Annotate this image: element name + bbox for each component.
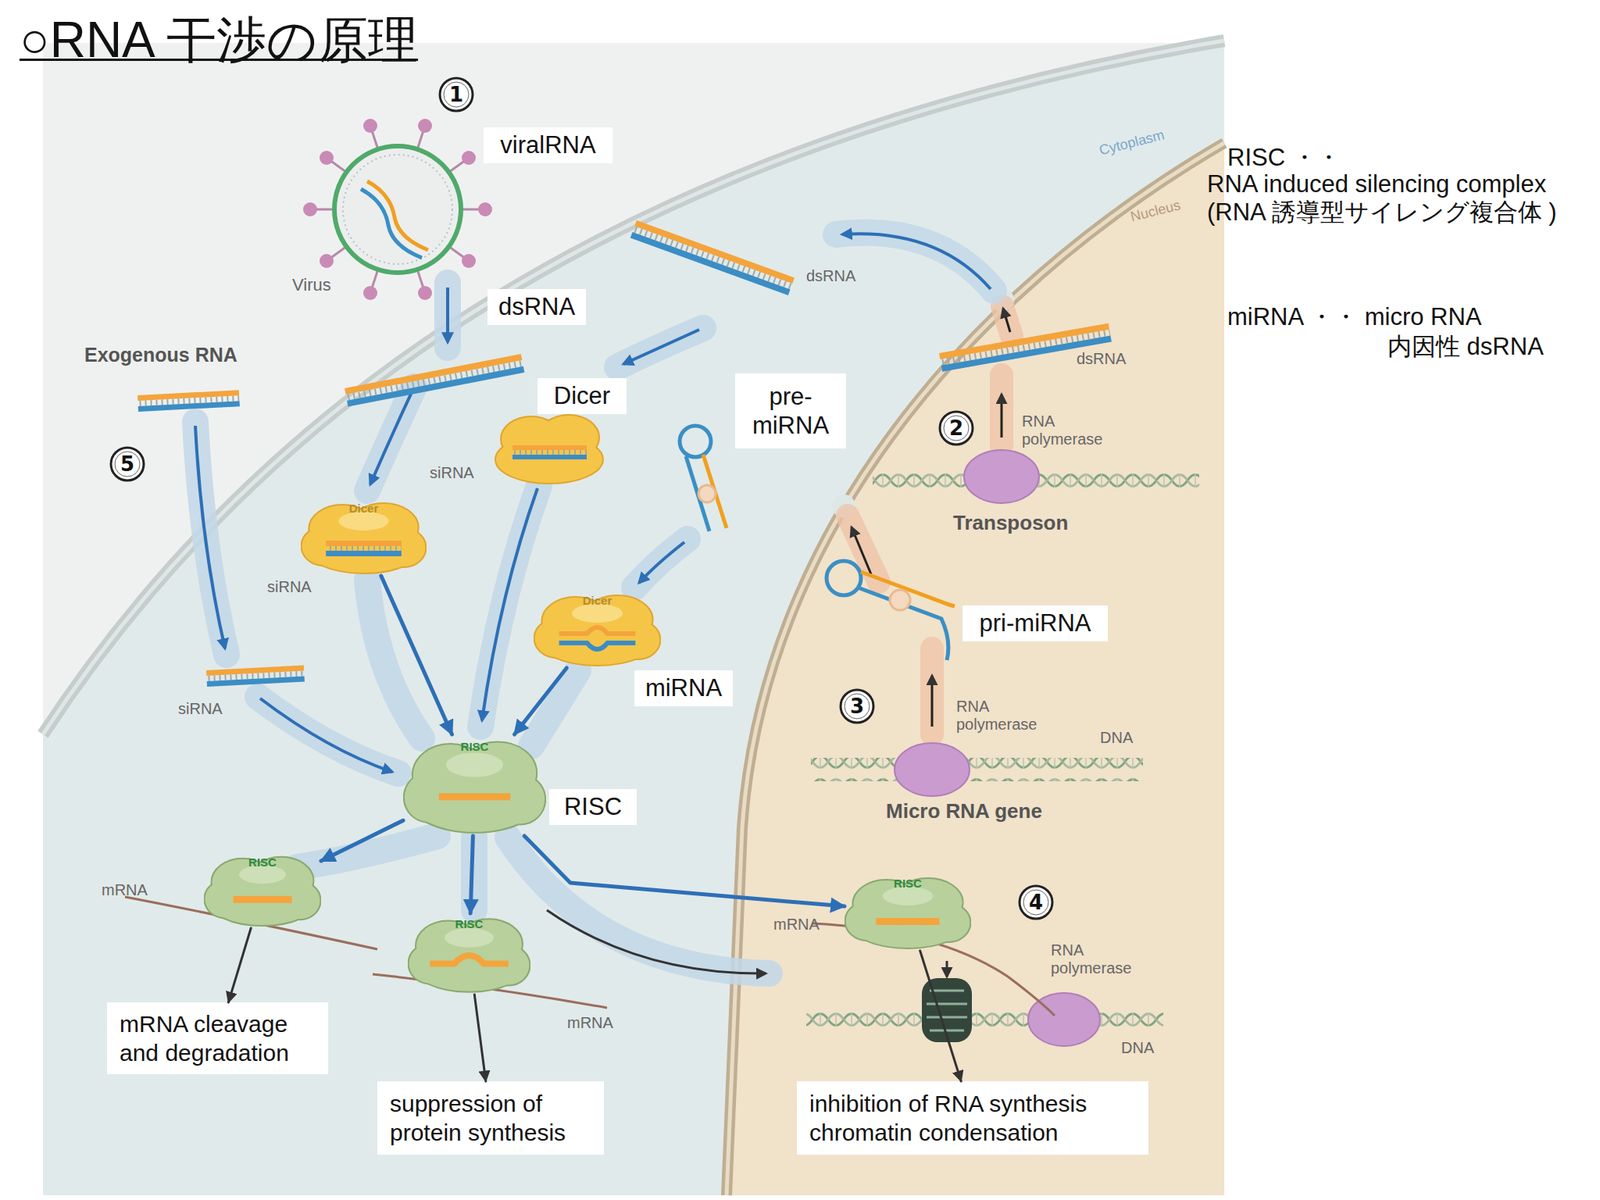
outcome-box: mRNA cleavage and degradation xyxy=(107,1002,329,1075)
node-text: suppression of protein synthesis xyxy=(389,1089,592,1148)
part-label: DNA xyxy=(1100,728,1133,747)
note-text: RNA induced silencing complex xyxy=(1207,170,1547,199)
part-label: dsRNA xyxy=(1076,350,1126,368)
dicer-complex: Dicer xyxy=(300,497,427,576)
part-label: dsRNA xyxy=(806,267,856,286)
part-label: Virus xyxy=(292,275,332,295)
node-text: mRNA cleavage and degradation xyxy=(119,1009,316,1068)
node-text: pre- miRNA xyxy=(741,382,840,440)
dicer-complex: Dicer xyxy=(533,589,661,668)
callout-number: 2 xyxy=(937,409,975,447)
node-text: pri-miRNA xyxy=(979,608,1092,638)
flow-arrow xyxy=(228,928,251,1003)
risc-complex: RISC xyxy=(844,872,972,951)
note-text: miRNA ・・ micro RNA xyxy=(1227,303,1483,332)
part-label: mRNA xyxy=(101,881,148,900)
node-text: RISC xyxy=(564,792,622,822)
flow-arrow xyxy=(524,835,845,907)
node-text: Dicer xyxy=(300,501,427,515)
node-text: dsRNA xyxy=(498,292,575,322)
callout-text: 1 xyxy=(449,82,464,107)
note-text: RISC ・・ xyxy=(1227,143,1341,172)
label-box: pre- miRNA xyxy=(735,373,847,449)
node-text: viralRNA xyxy=(500,130,596,160)
label-box: Dicer xyxy=(537,378,627,415)
flow-arrow xyxy=(514,667,568,735)
part-label: RNA polymerase xyxy=(1050,941,1137,978)
flow-arrow xyxy=(474,994,486,1082)
node-text: RISC xyxy=(844,876,972,890)
callout-text: 4 xyxy=(1028,890,1043,915)
part-label: siRNA xyxy=(178,700,223,718)
flow-arrow xyxy=(321,820,404,861)
part-label: Micro RNA gene xyxy=(885,800,1043,824)
risc-complex: RISC xyxy=(203,851,322,929)
part-label: Exogenous RNA xyxy=(84,343,238,367)
node-text: Dicer xyxy=(553,381,611,411)
node-text: inhibition of RNA synthesis chromatin co… xyxy=(809,1089,1136,1148)
risc-complex: RISC xyxy=(403,734,547,836)
flow-arrow xyxy=(470,835,473,914)
label-box: RISC xyxy=(549,789,637,825)
diagram-title: ○RNA 干渉の原理 xyxy=(19,6,418,75)
node-text: RISC xyxy=(403,739,547,754)
node-text: RISC xyxy=(407,917,531,931)
part-label: mRNA xyxy=(567,1014,614,1033)
part-label: siRNA xyxy=(429,464,475,483)
callout-number: 4 xyxy=(1017,883,1055,922)
risc-complex: RISC xyxy=(407,913,531,995)
part-label: siRNA xyxy=(267,578,312,597)
callout-text: 5 xyxy=(120,452,135,476)
part-label: RNA polymerase xyxy=(1021,412,1108,449)
callout-number: 1 xyxy=(437,75,475,114)
node-text: miRNA xyxy=(645,673,722,703)
flow-arrow xyxy=(381,575,453,735)
callout-number: 3 xyxy=(838,687,876,725)
flow-arrow xyxy=(920,950,962,1082)
node-text: RISC xyxy=(203,855,322,869)
label-box: miRNA xyxy=(634,670,733,707)
callout-number: 5 xyxy=(108,445,147,483)
label-box: viralRNA xyxy=(483,127,613,164)
callout-text: 2 xyxy=(949,416,964,440)
part-label: RNA polymerase xyxy=(956,697,1043,734)
note-text: (RNA 誘導型サイレング複合体 ) xyxy=(1207,198,1558,227)
part-label: DNA xyxy=(1121,1039,1154,1058)
outcome-box: inhibition of RNA synthesis chromatin co… xyxy=(796,1081,1149,1155)
callout-text: 3 xyxy=(850,694,865,718)
note-text: 内因性 dsRNA xyxy=(1387,332,1544,361)
label-box: pri-miRNA xyxy=(962,605,1108,642)
outcome-box: suppression of protein synthesis xyxy=(377,1081,604,1155)
node-text: Dicer xyxy=(533,593,661,608)
label-box: dsRNA xyxy=(487,289,586,325)
part-label: mRNA xyxy=(773,915,820,934)
part-label: Transposon xyxy=(953,511,1068,536)
